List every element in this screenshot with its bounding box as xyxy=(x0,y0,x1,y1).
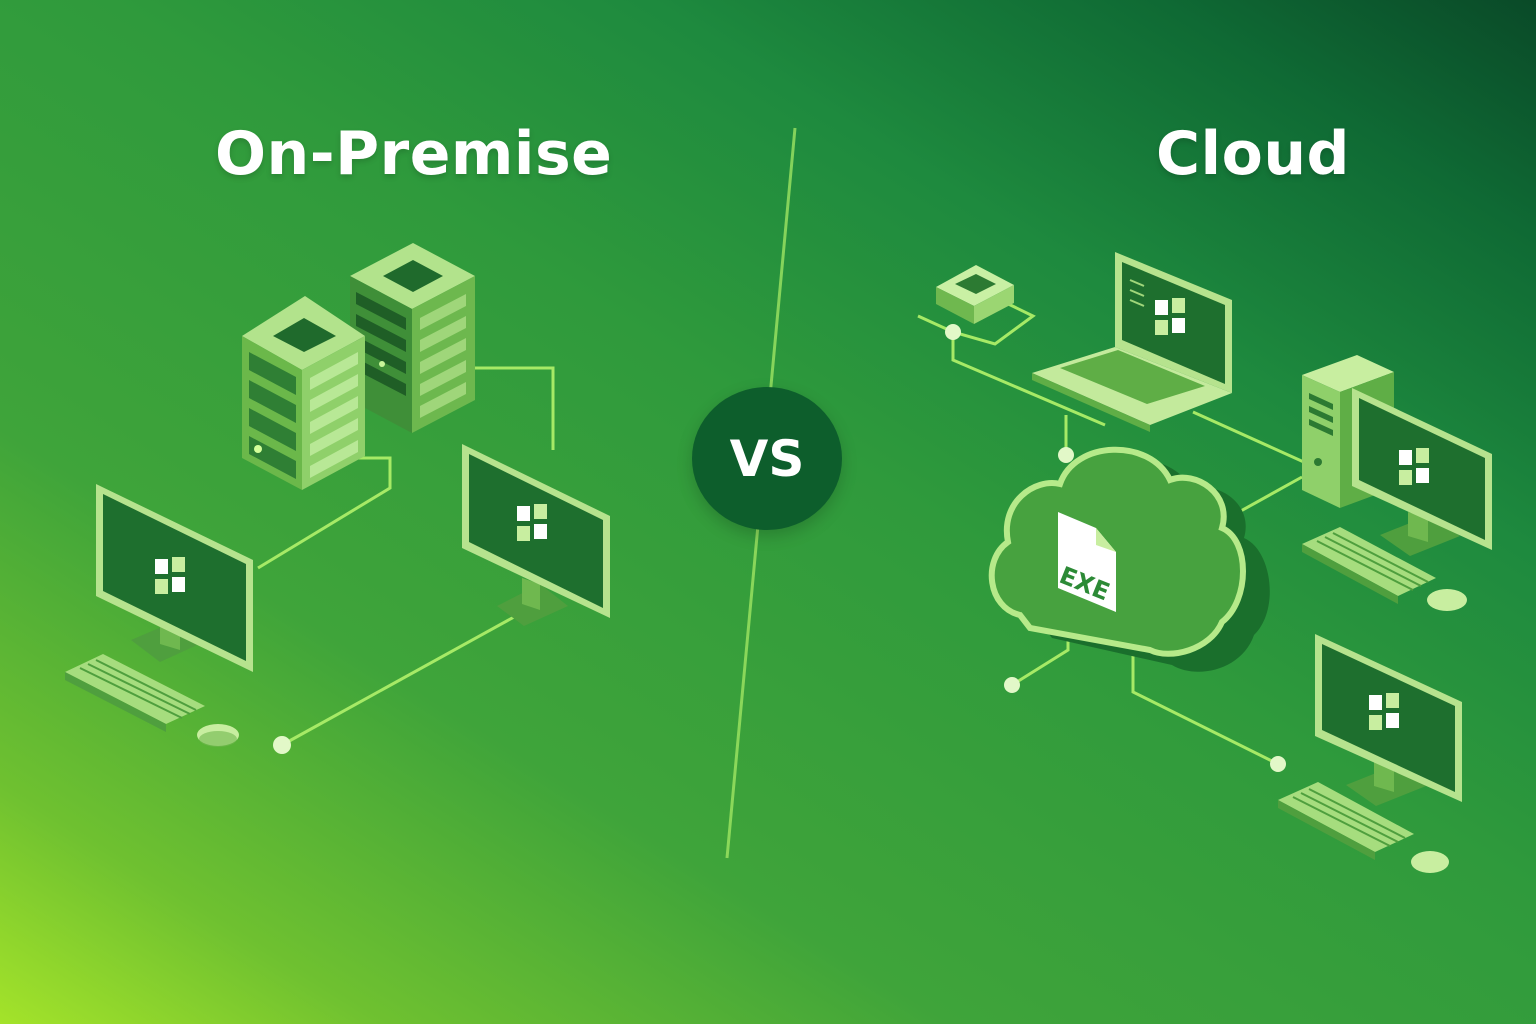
cloud-icon xyxy=(988,446,1270,672)
mouse-icon xyxy=(1427,589,1467,611)
left-connection-lines xyxy=(257,366,555,747)
connection-node xyxy=(273,736,291,754)
server-rack-icon xyxy=(242,296,365,490)
exe-file-icon xyxy=(1058,512,1116,612)
keyboard-icon xyxy=(65,654,205,732)
server-rack-icon xyxy=(350,243,475,433)
hub-icon xyxy=(936,265,1014,324)
monitor-icon xyxy=(96,484,253,672)
laptop-icon xyxy=(1032,252,1232,432)
monitor-icon xyxy=(1352,388,1492,556)
vs-badge: VS xyxy=(692,387,842,530)
monitor-icon xyxy=(1315,634,1462,806)
keyboard-icon xyxy=(1302,527,1436,604)
monitor-icon xyxy=(462,444,610,626)
on-premise-title: On-Premise xyxy=(215,119,613,189)
mouse-icon xyxy=(1411,851,1449,873)
keyboard-icon xyxy=(1278,782,1414,860)
connection-nodes xyxy=(945,324,1286,772)
mouse-icon xyxy=(197,724,239,747)
vs-label: VS xyxy=(729,429,805,488)
cloud-title: Cloud xyxy=(1156,119,1350,189)
